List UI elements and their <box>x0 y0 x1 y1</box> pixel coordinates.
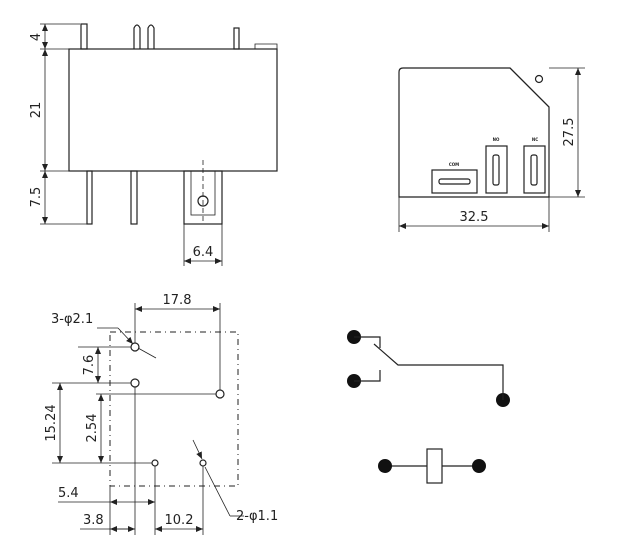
dim-pitch-7-6: 7.6 <box>82 355 97 376</box>
corner-mark <box>534 74 544 84</box>
com-terminal <box>431 169 478 194</box>
dim-pin-length: 7.5 <box>29 187 44 208</box>
dim-terminal-height: 4 <box>29 33 44 41</box>
nc-terminal <box>523 145 546 194</box>
label-small-holes: 2-φ1.1 <box>236 509 278 524</box>
hole-large <box>130 378 140 388</box>
nc-slot <box>530 154 538 186</box>
schematic <box>347 330 510 484</box>
dim-pitch-2-54: 2.54 <box>85 414 100 443</box>
dim-height: 27.5 <box>562 118 577 147</box>
top-view: COM NO NC 27.5 32.5 <box>398 67 585 232</box>
relay-body-side <box>68 48 278 172</box>
hole-small <box>199 459 207 467</box>
coil-terminal <box>472 459 486 473</box>
nc-label: NC <box>532 137 538 142</box>
dim-offset-10-2: 10.2 <box>165 513 194 528</box>
dim-hole-spacing-x: 17.8 <box>163 293 192 308</box>
hole-small <box>151 459 159 467</box>
changeover-contact-symbol <box>347 330 510 407</box>
coil-symbol <box>378 448 486 484</box>
dim-width: 32.5 <box>460 210 489 225</box>
bottom-pin <box>86 170 93 225</box>
dim-pitch-15-24: 15.24 <box>44 404 59 441</box>
top-terminal <box>80 23 88 50</box>
bottom-pin <box>130 170 138 225</box>
no-label: NO <box>493 137 500 142</box>
hole-large <box>130 342 140 352</box>
contact-wiring <box>354 336 504 400</box>
com-label: COM <box>449 162 459 167</box>
hole-large <box>215 389 225 399</box>
side-view: 4 21 7.5 6.4 <box>29 23 278 266</box>
dim-offset-5-4: 5.4 <box>58 486 79 501</box>
coil <box>426 448 443 484</box>
com-slot <box>438 178 471 185</box>
no-slot <box>492 154 500 186</box>
dim-tab-width: 6.4 <box>193 245 214 260</box>
relay-body-top <box>398 67 550 198</box>
no-terminal <box>485 145 508 194</box>
outline <box>109 331 239 487</box>
coil-terminal <box>378 459 392 473</box>
body-step <box>254 43 278 49</box>
top-terminal <box>133 24 155 49</box>
label-large-holes: 3-φ2.1 <box>51 312 93 327</box>
pcb-layout: 17.8 3-φ2.1 7.6 15.24 2.54 5.4 3.8 <box>44 293 278 535</box>
corner-chamfer <box>509 67 550 108</box>
dim-offset-3-8: 3.8 <box>83 513 104 528</box>
top-terminal <box>233 27 240 50</box>
dim-body-height: 21 <box>29 102 44 119</box>
